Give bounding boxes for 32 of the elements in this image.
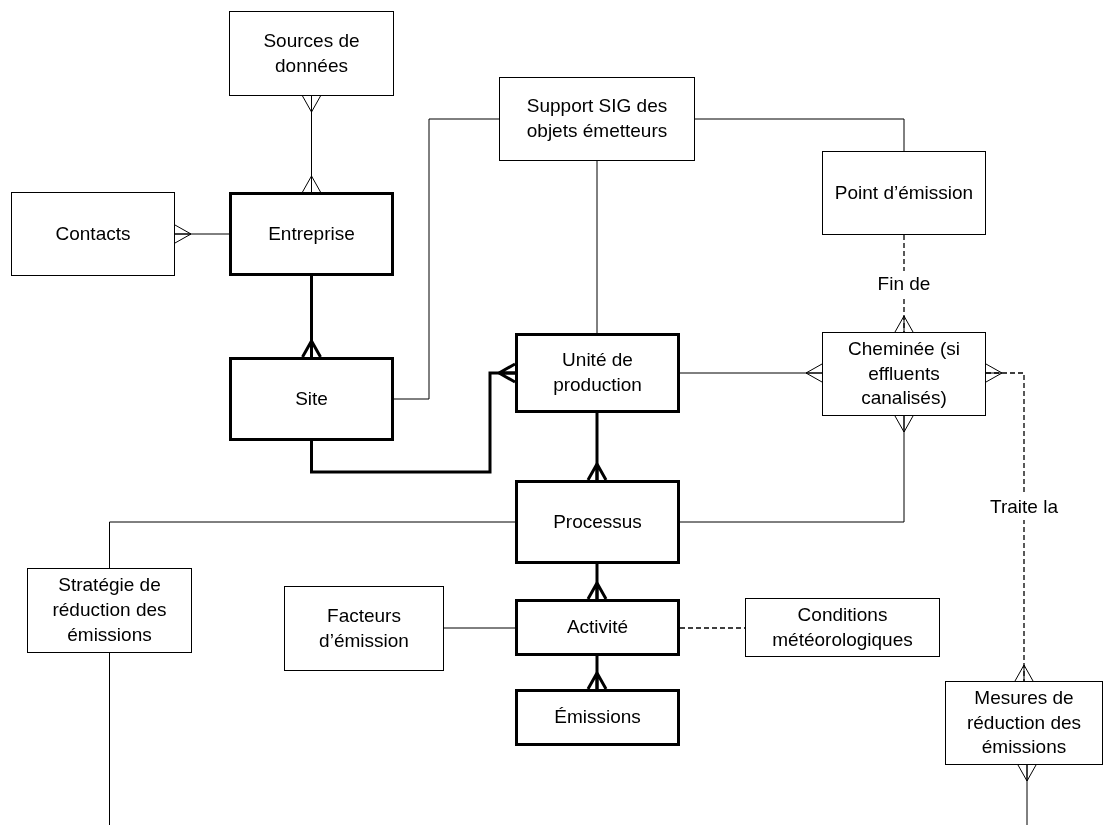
entity-box: Cheminée (si effluents canalisés) — [822, 332, 986, 416]
connector-line — [310, 362, 517, 474]
connector-line — [109, 652, 110, 825]
entity-box: Mesures de réduction des émissions — [945, 681, 1103, 765]
entity-box: Émissions — [515, 689, 680, 746]
entity-box: Entreprise — [229, 192, 394, 276]
entity-box: Unité de production — [515, 333, 680, 413]
entity-box: Site — [229, 357, 394, 441]
entity-box: Support SIG des objets émetteurs — [499, 77, 695, 161]
connector-line — [596, 160, 598, 334]
connector-line — [679, 363, 823, 383]
entity-box: Stratégie de réduction des émissions — [27, 568, 192, 653]
connector-line — [586, 656, 608, 691]
connector-line — [443, 627, 516, 629]
connector-line — [586, 413, 608, 482]
entity-box: Facteurs d’émission — [284, 586, 444, 671]
connector-line — [174, 224, 230, 244]
connector-line — [109, 521, 516, 569]
entity-box: Point d’émission — [822, 151, 986, 235]
connector-line — [302, 95, 321, 193]
entity-box: Conditions météorologiques — [745, 598, 940, 657]
entity-box: Processus — [515, 480, 680, 564]
entity-box: Contacts — [11, 192, 175, 276]
connector-line — [1017, 764, 1037, 825]
connector-line — [586, 564, 608, 601]
connector-line — [301, 276, 322, 359]
connector-line — [985, 363, 1034, 682]
entity-box: Activité — [515, 599, 680, 656]
connector-line — [694, 118, 905, 152]
connector-line — [393, 118, 500, 400]
connector-line — [679, 415, 914, 523]
entity-box: Sources de données — [229, 11, 394, 96]
